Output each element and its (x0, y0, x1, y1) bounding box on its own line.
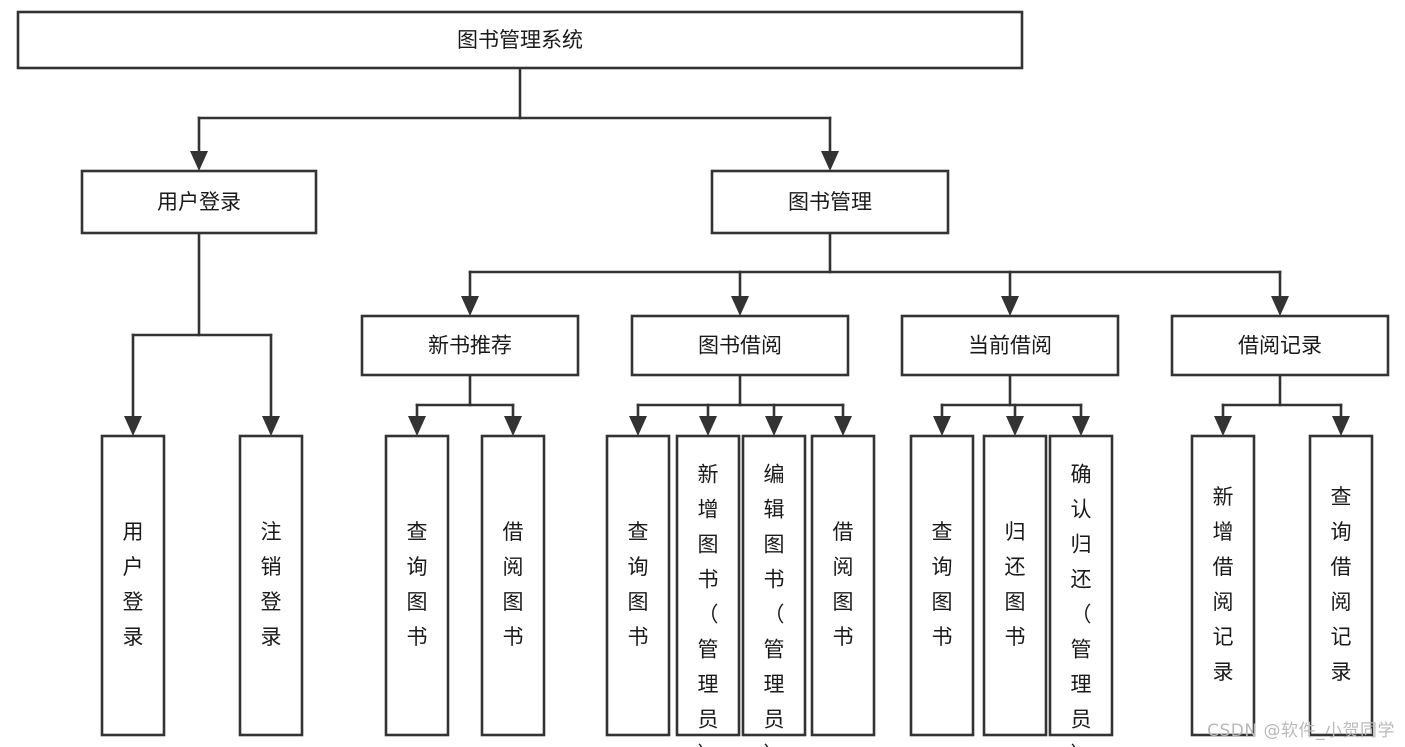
node-new-book-recommend[interactable]: 新书推荐 (360, 314, 580, 377)
node-leaf-query-book-borrow-box[interactable] (605, 434, 671, 737)
node-layer: 图书管理系统用户登录图书管理新书推荐图书借阅当前借阅借阅记录用户登录注销登录查询… (16, 10, 1390, 747)
book-mgmt-drop-1-arrow (731, 296, 749, 316)
book-mgmt-drop-3-arrow (1271, 296, 1289, 316)
node-leaf-borrow-book[interactable]: 借阅图书 (810, 434, 876, 737)
current-borrow-drop-1-arrow (1006, 416, 1024, 436)
node-leaf-logout[interactable]: 注销登录 (238, 434, 304, 737)
root-drop-0-arrow (190, 151, 208, 171)
borrow-record-drop-0-arrow (1214, 416, 1232, 436)
node-book-borrow-box[interactable] (630, 314, 850, 377)
node-leaf-add-record[interactable]: 新增借阅记录 (1190, 434, 1256, 737)
node-leaf-borrow-book-rec[interactable]: 借阅图书 (480, 434, 546, 737)
node-leaf-add-record-label: 新增借阅记录 (1213, 485, 1234, 684)
node-leaf-query-record-label: 查询借阅记录 (1331, 485, 1352, 684)
current-borrow-drop-0-arrow (933, 416, 951, 436)
borrow-record-drop-1-arrow (1332, 416, 1350, 436)
node-leaf-query-book-rec[interactable]: 查询图书 (384, 434, 450, 737)
node-leaf-borrow-book-box[interactable] (810, 434, 876, 737)
node-leaf-borrow-book-rec-label: 借阅图书 (503, 520, 524, 649)
user-login-drop-1-arrow (262, 416, 280, 436)
node-leaf-add-book[interactable]: 新增图书（管理员） (675, 434, 741, 747)
node-leaf-add-book-box[interactable] (675, 434, 741, 737)
node-leaf-query-book-rec-box[interactable] (384, 434, 450, 737)
book-mgmt-drop-0-arrow (461, 296, 479, 316)
node-root-system-label: 图书管理系统 (457, 28, 583, 52)
node-book-management[interactable]: 图书管理 (710, 169, 950, 235)
node-user-login-box[interactable] (80, 169, 318, 235)
book-borrow-drop-1-arrow (699, 416, 717, 436)
node-leaf-logout-box[interactable] (238, 434, 304, 737)
node-root-system-box[interactable] (16, 10, 1024, 70)
node-current-borrow[interactable]: 当前借阅 (900, 314, 1120, 377)
node-root-system[interactable]: 图书管理系统 (16, 10, 1024, 70)
node-new-book-recommend-box[interactable] (360, 314, 580, 377)
book-borrow-drop-2-arrow (765, 416, 783, 436)
node-leaf-borrow-book-rec-box[interactable] (480, 434, 546, 737)
node-leaf-query-book-current-label: 查询图书 (932, 520, 953, 649)
node-leaf-edit-book[interactable]: 编辑图书（管理员） (741, 434, 807, 747)
book-borrow-drop-0-arrow (629, 416, 647, 436)
user-login-drop-0-arrow (124, 416, 142, 436)
node-book-borrow[interactable]: 图书借阅 (630, 314, 850, 377)
node-leaf-query-book-current-box[interactable] (909, 434, 975, 737)
node-new-book-recommend-label: 新书推荐 (428, 334, 512, 358)
node-current-borrow-box[interactable] (900, 314, 1120, 377)
node-leaf-query-book-rec-label: 查询图书 (407, 520, 428, 649)
node-borrow-record-label: 借阅记录 (1238, 334, 1322, 358)
connector-layer (124, 66, 1350, 436)
node-leaf-user-login-label: 用户登录 (123, 520, 144, 649)
node-leaf-logout-label: 注销登录 (261, 520, 282, 649)
node-user-login-label: 用户登录 (157, 190, 241, 214)
node-book-management-box[interactable] (710, 169, 950, 235)
node-leaf-edit-book-label: 编辑图书（管理员） (764, 463, 785, 747)
node-leaf-user-login-box[interactable] (100, 434, 166, 737)
node-book-borrow-label: 图书借阅 (698, 334, 782, 358)
book-mgmt-drop-2-arrow (1001, 296, 1019, 316)
node-leaf-user-login[interactable]: 用户登录 (100, 434, 166, 737)
node-leaf-return-book[interactable]: 归还图书 (982, 434, 1048, 737)
node-leaf-add-record-box[interactable] (1190, 434, 1256, 737)
current-borrow-drop-2-arrow (1072, 416, 1090, 436)
node-leaf-query-book-current[interactable]: 查询图书 (909, 434, 975, 737)
node-leaf-query-record[interactable]: 查询借阅记录 (1308, 434, 1374, 737)
node-leaf-edit-book-box[interactable] (741, 434, 807, 737)
node-borrow-record[interactable]: 借阅记录 (1170, 314, 1390, 377)
node-leaf-return-book-label: 归还图书 (1005, 520, 1026, 649)
node-leaf-confirm-return[interactable]: 确认归还（管理员） (1048, 434, 1114, 747)
node-leaf-borrow-book-label: 借阅图书 (833, 520, 854, 649)
node-leaf-query-record-box[interactable] (1308, 434, 1374, 737)
node-book-management-label: 图书管理 (788, 190, 872, 214)
node-leaf-confirm-return-label: 确认归还（管理员） (1071, 463, 1092, 747)
node-current-borrow-label: 当前借阅 (968, 334, 1052, 358)
node-borrow-record-box[interactable] (1170, 314, 1390, 377)
node-leaf-confirm-return-box[interactable] (1048, 434, 1114, 737)
node-leaf-return-book-box[interactable] (982, 434, 1048, 737)
new-book-recommend-drop-0-arrow (408, 416, 426, 436)
node-user-login[interactable]: 用户登录 (80, 169, 318, 235)
node-leaf-add-book-label: 新增图书（管理员） (698, 463, 719, 747)
node-leaf-query-book-borrow[interactable]: 查询图书 (605, 434, 671, 737)
watermark-text: CSDN @软件_小贺同学 (1207, 721, 1395, 741)
new-book-recommend-drop-1-arrow (504, 416, 522, 436)
root-drop-1-arrow (821, 151, 839, 171)
book-borrow-drop-3-arrow (834, 416, 852, 436)
node-leaf-query-book-borrow-label: 查询图书 (628, 520, 649, 649)
